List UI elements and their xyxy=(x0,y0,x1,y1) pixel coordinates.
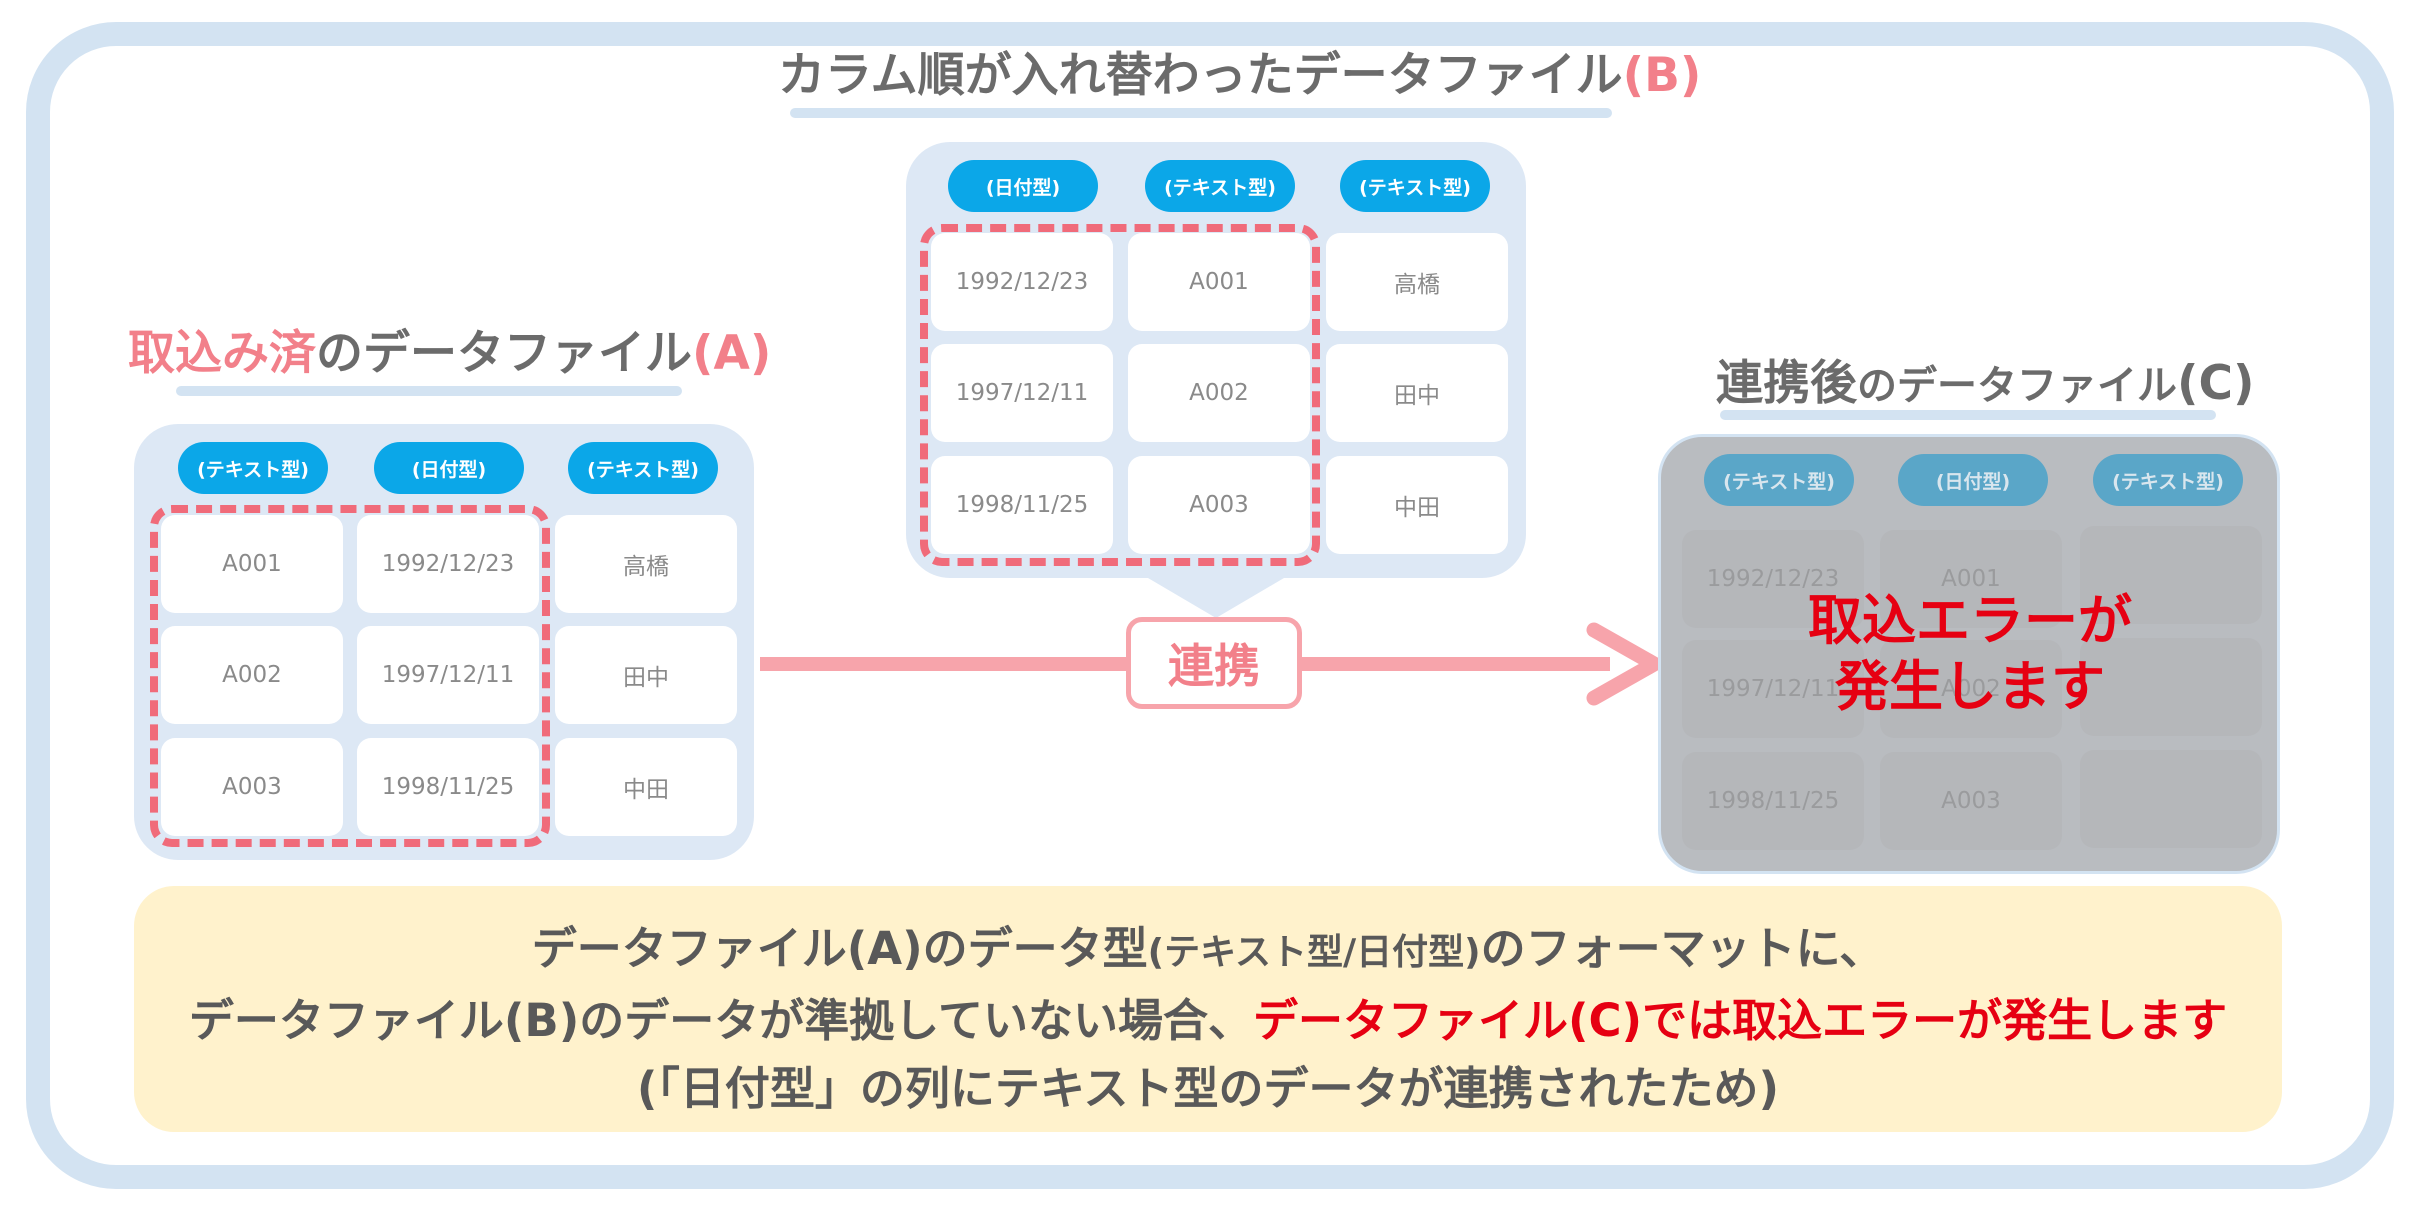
file-c-title-underline xyxy=(1720,410,2216,420)
file-a-cell: 田中 xyxy=(555,626,737,724)
file-b-cell: A002 xyxy=(1128,344,1310,442)
file-b-cell: 1998/11/25 xyxy=(931,456,1113,554)
explanation-note: データファイル(A)のデータ型(テキスト型/日付型)のフォーマットに、 データフ… xyxy=(134,886,2282,1132)
note-line-1-a: データファイル(A)のデータ型 xyxy=(531,922,1148,975)
file-a-title-main: のデータファイル xyxy=(316,326,692,381)
file-b-highlight-box xyxy=(920,224,1320,566)
file-c-header-1: (テキスト型) xyxy=(1704,454,1854,506)
note-line-2-a: データファイル(B)のデータが準拠していない場合、 xyxy=(188,994,1253,1047)
note-line-1: データファイル(A)のデータ型(テキスト型/日付型)のフォーマットに、 xyxy=(134,912,2282,977)
note-line-3: (「日付型」の列にテキスト型のデータが連携されたため) xyxy=(636,1062,1780,1115)
file-b-cell: A003 xyxy=(1128,456,1310,554)
file-c-cell xyxy=(2080,750,2262,848)
file-c-title-main: のデータファイル xyxy=(1857,363,2177,409)
file-a-cell: A003 xyxy=(161,738,343,836)
file-a-cell: 高橋 xyxy=(555,515,737,613)
file-c-cell: 1997/12/11 xyxy=(1682,640,1864,738)
arrow-head xyxy=(1586,622,1662,706)
file-a-cell: 1992/12/23 xyxy=(357,515,539,613)
file-c-header-3: (テキスト型) xyxy=(2093,454,2243,506)
file-a-cell: A001 xyxy=(161,515,343,613)
file-c-cell xyxy=(2080,638,2262,736)
file-a-title-underline xyxy=(176,386,682,396)
file-b-cell: 中田 xyxy=(1326,456,1508,554)
file-b-cell: 高橋 xyxy=(1326,233,1508,331)
file-c-title-strong: 連携後 xyxy=(1716,356,1857,411)
file-b-cell: A001 xyxy=(1128,233,1310,331)
file-b-cell: 田中 xyxy=(1326,344,1508,442)
file-a-cell: A002 xyxy=(161,626,343,724)
file-b-title-underline xyxy=(790,108,1612,118)
file-b-cell: 1997/12/11 xyxy=(931,344,1113,442)
note-line-2-b: データファイル(C)では取込エラーが発生します xyxy=(1252,994,2228,1047)
note-line-1-c: のフォーマットに、 xyxy=(1480,922,1885,975)
file-c-title-label: (C) xyxy=(2177,356,2255,411)
file-b-header-1: (日付型) xyxy=(948,160,1098,212)
error-message: 取込エラーが 発生します xyxy=(1760,588,2180,720)
file-a-cell: 1997/12/11 xyxy=(357,626,539,724)
error-message-line2: 発生します xyxy=(1835,655,2105,718)
file-b-title: カラム順が入れ替わったデータファイル(B) xyxy=(778,52,1701,99)
error-message-line1: 取込エラーが xyxy=(1808,589,2132,652)
file-c-title: 連携後のデータファイル(C) xyxy=(1716,360,2254,407)
file-a-cell: 中田 xyxy=(555,738,737,836)
file-a-title-label: (A) xyxy=(692,326,772,381)
note-line-2: データファイル(B)のデータが準拠していない場合、データファイル(C)では取込エ… xyxy=(134,984,2282,1049)
file-b-header-3: (テキスト型) xyxy=(1340,160,1490,212)
file-a-title-highlight: 取込み済 xyxy=(128,326,316,381)
file-c-cell: 1992/12/23 xyxy=(1682,530,1864,628)
file-c-cell xyxy=(2080,526,2262,624)
file-b-title-main: カラム順が入れ替わったデータファイル xyxy=(778,48,1623,103)
file-b-cell: 1992/12/23 xyxy=(931,233,1113,331)
note-line-1-b: (テキスト型/日付型) xyxy=(1147,932,1481,973)
file-b-title-label: (B) xyxy=(1622,48,1702,103)
file-a-header-3: (テキスト型) xyxy=(568,442,718,494)
arrow-label: 連携 xyxy=(1126,617,1302,709)
file-a-highlight-box xyxy=(150,505,550,847)
callout-pointer xyxy=(1148,578,1284,618)
file-c-cell: 1998/11/25 xyxy=(1682,752,1864,850)
file-c-cell: A002 xyxy=(1880,640,2062,738)
file-a-header-2: (日付型) xyxy=(374,442,524,494)
file-b-header-2: (テキスト型) xyxy=(1145,160,1295,212)
file-c-cell: A003 xyxy=(1880,752,2062,850)
file-c-header-2: (日付型) xyxy=(1898,454,2048,506)
file-a-title: 取込み済のデータファイル(A) xyxy=(128,330,771,377)
file-c-cell: A001 xyxy=(1880,530,2062,628)
file-a-header-1: (テキスト型) xyxy=(178,442,328,494)
file-a-cell: 1998/11/25 xyxy=(357,738,539,836)
